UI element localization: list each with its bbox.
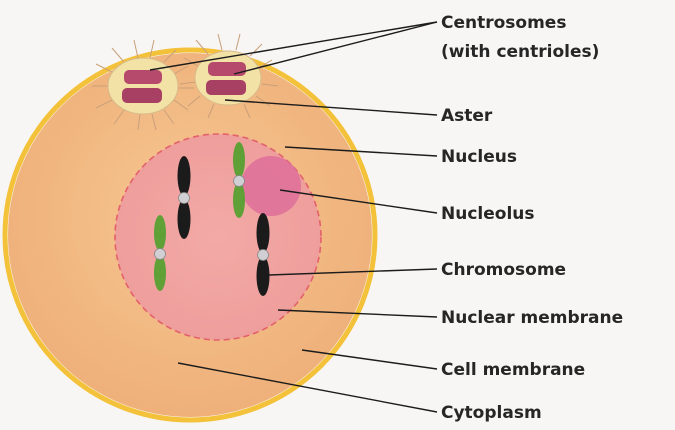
leader-centrosome-1 (150, 22, 437, 70)
centriole (122, 88, 162, 103)
centriole (206, 80, 246, 95)
centriole (124, 70, 162, 84)
chromosome-dark-1 (178, 156, 191, 239)
label-centrosomes: Centrosomes (441, 13, 566, 33)
label-nucleolus: Nucleolus (441, 204, 535, 224)
label-nucleus: Nucleus (441, 147, 517, 167)
leader-centrosome-2 (234, 22, 437, 74)
label-cell-membrane: Cell membrane (441, 360, 585, 380)
nucleolus (241, 156, 301, 216)
chromosome-green-1 (233, 142, 245, 218)
centriole (208, 62, 246, 76)
chromosome-green-2 (154, 215, 166, 291)
label-centrosomes-sub: (with centrioles) (441, 42, 599, 62)
label-chromosome: Chromosome (441, 260, 566, 280)
label-cytoplasm: Cytoplasm (441, 403, 542, 423)
chromosome-dark-2 (257, 213, 270, 296)
label-nuclear-membrane: Nuclear membrane (441, 308, 623, 328)
label-aster: Aster (441, 106, 493, 126)
